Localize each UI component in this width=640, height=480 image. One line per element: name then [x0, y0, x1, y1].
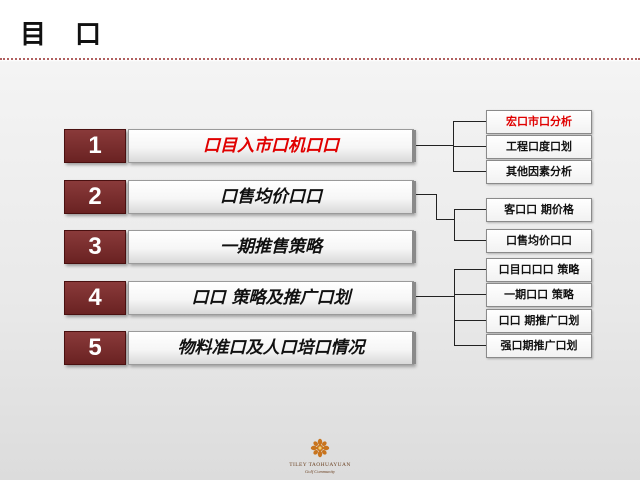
connector — [454, 240, 487, 241]
connector — [436, 219, 455, 220]
connector — [436, 194, 437, 220]
menu-number-3: 3 — [64, 230, 126, 264]
logo-brand-text: TILEY TAOHUAYUAN — [289, 462, 351, 468]
subitem-4-2[interactable]: 一期口口 策略 — [486, 283, 592, 307]
subitem-1-1[interactable]: 宏口市口分析 — [486, 110, 592, 134]
bar-cap-2 — [412, 181, 416, 213]
connector — [454, 269, 455, 346]
title-divider — [0, 58, 640, 60]
connector — [454, 209, 487, 210]
menu-item-3[interactable]: 一期推售策略 — [128, 230, 414, 264]
subitem-2-2[interactable]: 口售均价口口 — [486, 229, 592, 253]
connector — [416, 296, 455, 297]
page-title: 目 口 — [20, 20, 112, 50]
menu-item-2[interactable]: 口售均价口口 — [128, 180, 414, 214]
subitem-4-1[interactable]: 口目口口口 策略 — [486, 258, 592, 282]
menu-item-4[interactable]: 口口 策略及推广口划 — [128, 281, 414, 315]
subitem-1-2[interactable]: 工程口度口划 — [486, 135, 592, 159]
menu-item-1[interactable]: 口目入市口机口口 — [128, 129, 414, 163]
subitem-1-3[interactable]: 其他因素分析 — [486, 160, 592, 184]
connector — [453, 146, 487, 147]
bar-cap-3 — [412, 231, 416, 263]
subitem-2-1[interactable]: 客口口 期价格 — [486, 198, 592, 222]
menu-number-2: 2 — [64, 180, 126, 214]
subitem-4-3[interactable]: 口口 期推广口划 — [486, 309, 592, 333]
menu-number-5: 5 — [64, 331, 126, 365]
flower-logo-icon — [310, 438, 330, 458]
bar-cap-1 — [412, 130, 416, 162]
connector — [454, 269, 487, 270]
connector — [454, 320, 487, 321]
bar-cap-5 — [412, 332, 416, 364]
connector — [416, 194, 436, 195]
subitem-4-4[interactable]: 强口期推广口划 — [486, 334, 592, 358]
logo-sub-text: Golf Community — [305, 469, 335, 474]
connector — [454, 209, 455, 241]
connector — [453, 121, 487, 122]
menu-item-5[interactable]: 物料准口及人口培口情况 — [128, 331, 414, 365]
menu-number-4: 4 — [64, 281, 126, 315]
connector — [416, 145, 454, 146]
connector — [453, 171, 487, 172]
connector — [454, 345, 487, 346]
connector — [454, 294, 487, 295]
bar-cap-4 — [412, 282, 416, 314]
brand-logo: TILEY TAOHUAYUAN Golf Community — [280, 438, 360, 474]
menu-number-1: 1 — [64, 129, 126, 163]
